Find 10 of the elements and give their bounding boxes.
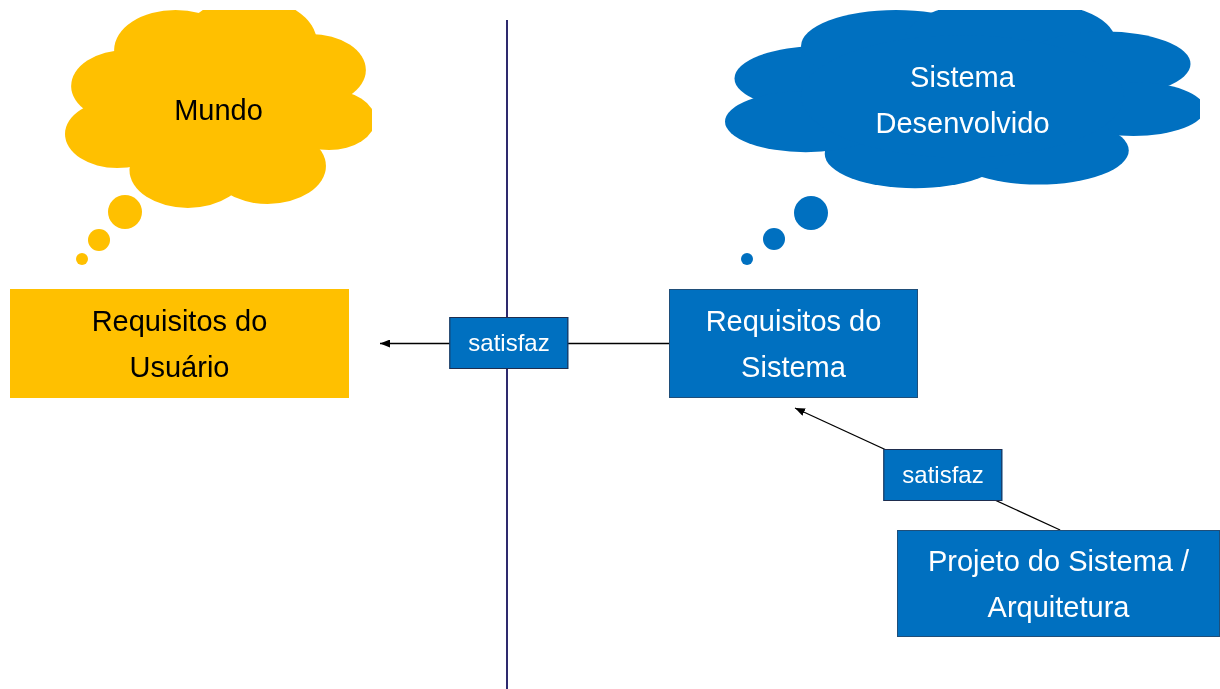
- requirement-box: [669, 289, 918, 398]
- requirement-box: [10, 289, 349, 398]
- box-text: Requisitos do Usuário: [90, 303, 269, 385]
- requirement-box: [897, 530, 1220, 637]
- edge-label: satisfaz: [449, 317, 569, 369]
- box-text: Requisitos do Sistema: [704, 303, 883, 385]
- edge-label: satisfaz: [883, 449, 1003, 501]
- cloud-text: Mundo: [174, 93, 263, 128]
- box-text: Projeto do Sistema / Arquitetura: [926, 543, 1191, 625]
- cloud-text: Sistema Desenvolvido: [874, 60, 1051, 141]
